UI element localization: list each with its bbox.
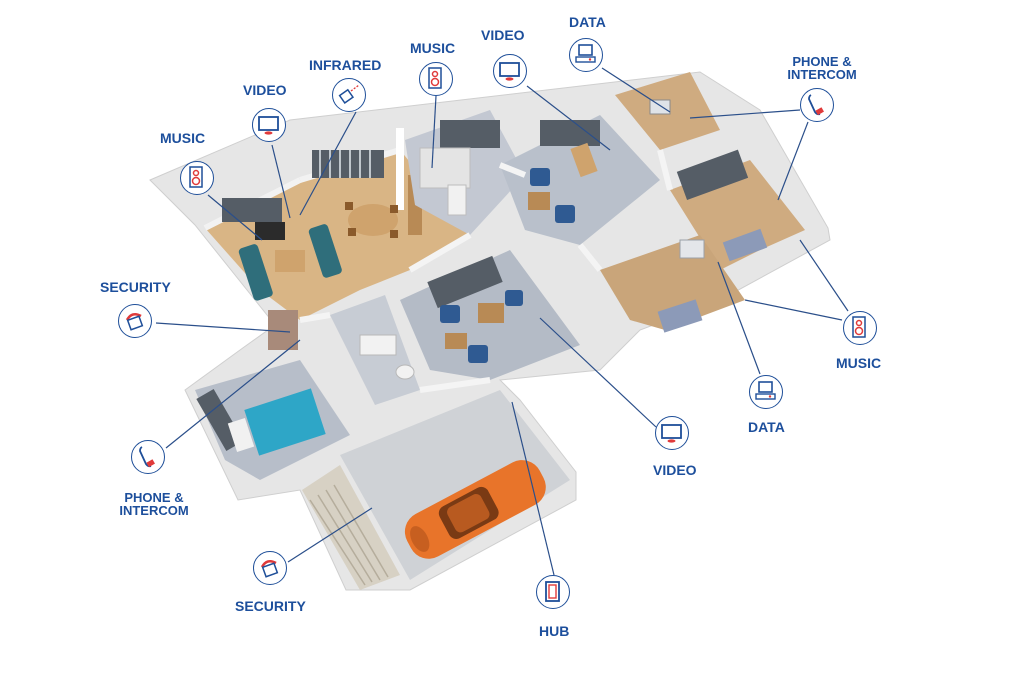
phone-intercom-left-label-line2: INTERCOM [119,503,189,518]
security-bottom-keypad-icon[interactable] [253,551,287,585]
music-right-label: MUSIC [836,355,882,371]
data-right-computer-icon[interactable] [749,375,783,409]
music-top-speaker-icon[interactable] [419,62,453,96]
family-room-floor [500,115,660,245]
video-top-label: VIDEO [481,27,525,43]
video-right-label: VIDEO [653,462,697,478]
small-bedroom-floor [600,235,745,330]
security-left-keypad-icon[interactable] [118,304,152,338]
phone-intercom-top-label: PHONE & INTERCOM [777,55,867,81]
music-right-speaker-icon[interactable] [843,311,877,345]
data-top-label: DATA [569,14,606,30]
security-bottom-label: SECURITY [235,598,306,614]
garage-floor [340,390,570,580]
hub-panel-icon[interactable] [536,575,570,609]
data-top-computer-icon[interactable] [569,38,603,72]
security-left-label: SECURITY [100,279,171,295]
phone-intercom-left-handset-icon[interactable] [131,440,165,474]
video-right-monitor-icon[interactable] [655,416,689,450]
music-top-label: MUSIC [410,40,456,56]
phone-intercom-left-label-line1: PHONE & [124,490,184,505]
house-floor-plan [149,71,831,591]
video-top-monitor-icon[interactable] [493,54,527,88]
phone-intercom-left-label: PHONE & INTERCOM [108,491,200,517]
phone-intercom-top-handset-icon[interactable] [800,88,834,122]
video-left-monitor-icon[interactable] [252,108,286,142]
music-left-label: MUSIC [160,130,206,146]
connector-lines [155,67,849,576]
infrared-label: INFRARED [309,57,382,73]
phone-intercom-top-label-line1: PHONE & [792,54,852,69]
phone-intercom-top-label-line2: INTERCOM [787,67,857,82]
hub-label: HUB [539,623,570,639]
data-right-label: DATA [748,419,785,435]
video-left-label: VIDEO [243,82,287,98]
infrared-sensor-icon[interactable] [332,78,366,112]
car [404,460,546,559]
music-left-speaker-icon[interactable] [180,161,214,195]
